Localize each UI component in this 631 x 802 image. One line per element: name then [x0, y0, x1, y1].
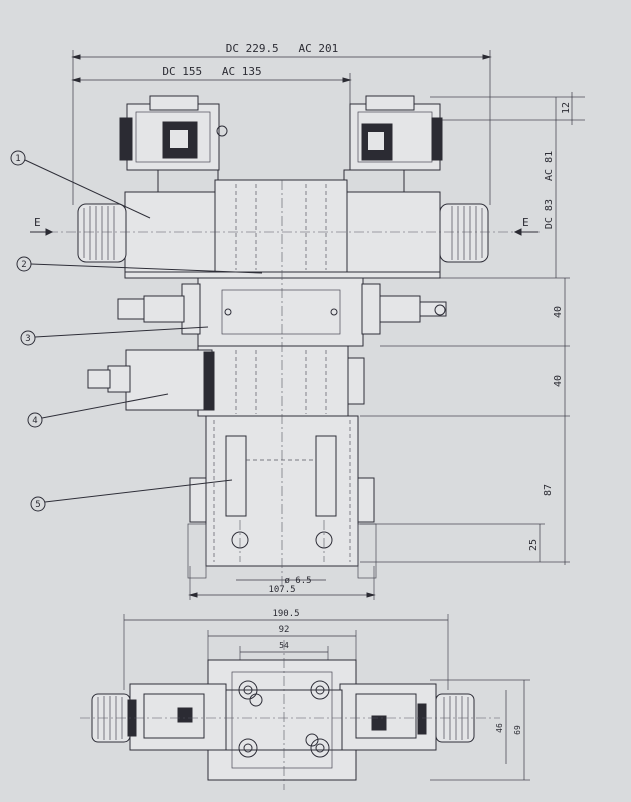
callout-5: 5 [35, 500, 40, 510]
dim-top-side-b: 69 [513, 725, 522, 735]
section-mark-left: E [34, 216, 41, 229]
callout-1: 1 [15, 154, 20, 164]
dim-port-height: 25 [528, 539, 539, 551]
callout-2: 2 [21, 260, 26, 270]
dimension-right-chain: 12 DC 83 AC 81 40 40 87 25 [360, 92, 585, 565]
left-connector [119, 95, 228, 193]
top-view: 190.5 92 54 46 69 [80, 609, 530, 790]
right-connector [343, 95, 443, 193]
dim-base-height: 87 [543, 484, 554, 496]
dim-layer-3: 40 [553, 306, 564, 318]
dim-base-width: 107.5 [268, 585, 295, 595]
dimension-coil-spacing: DC 155 AC 135 [71, 65, 352, 110]
dim-top-body: 92 [279, 625, 290, 635]
module-3 [117, 277, 447, 347]
left-knob-knurl [83, 206, 115, 260]
callout-4: 4 [32, 416, 37, 426]
dim-overall-length: DC 229.5 AC 201 [226, 42, 339, 55]
base-block [187, 180, 377, 590]
dimension-base: ø 6.5 107.5 [188, 566, 376, 600]
dim-port-diameter: ø 6.5 [284, 576, 311, 586]
dim-coil-spacing: DC 155 AC 135 [162, 65, 261, 78]
solenoid-assembly [30, 179, 540, 273]
callout-3: 3 [25, 334, 30, 344]
front-view: DC 229.5 AC 201 DC 155 AC 135 12 DC 83 A… [10, 42, 585, 600]
dimension-overall: DC 229.5 AC 201 [71, 42, 492, 205]
dim-coil-top: 12 [561, 102, 572, 114]
mounting-bolts [238, 680, 330, 758]
callouts: 1 2 3 4 5 [10, 150, 263, 512]
dim-top-length: 190.5 [272, 609, 299, 619]
plate-2 [124, 271, 441, 279]
dim-solenoid-height: DC 83 AC 81 [544, 151, 555, 229]
dim-top-side-a: 46 [495, 723, 504, 733]
dim-layer-4: 40 [553, 375, 564, 387]
section-mark-right: E [522, 216, 529, 229]
right-knob-knurl [451, 206, 483, 260]
module-4 [87, 345, 365, 417]
section-marks: E E [30, 216, 538, 236]
